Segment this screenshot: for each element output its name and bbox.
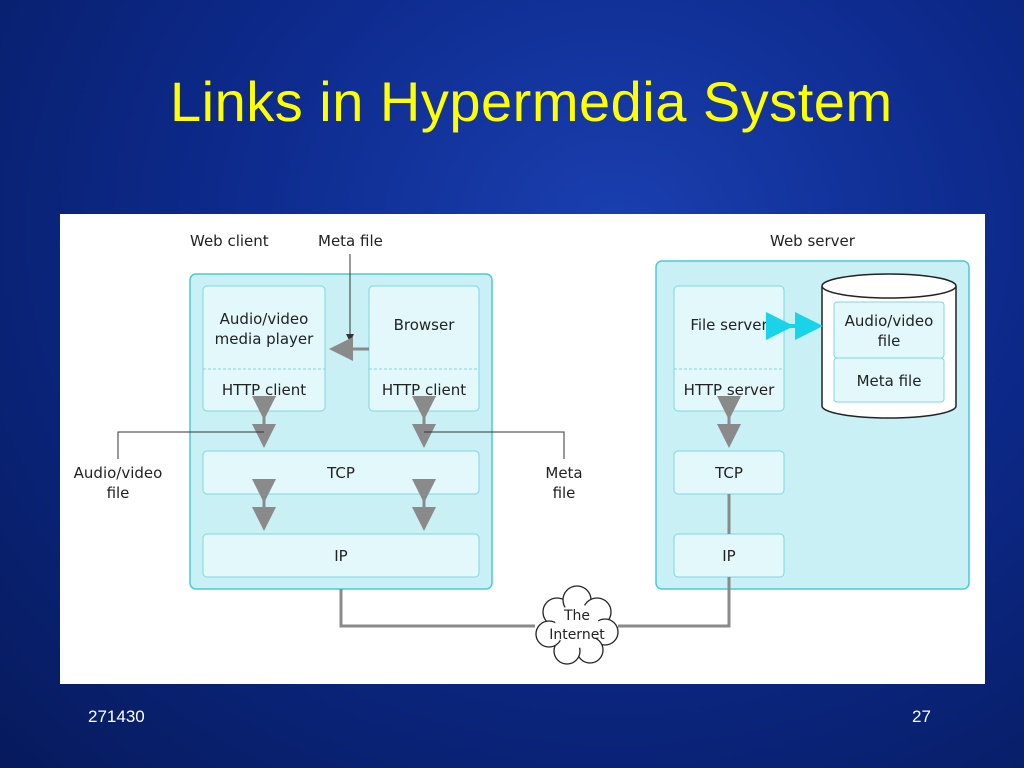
db-meta-file-box xyxy=(833,357,945,403)
side-left-label-1: Audio/video xyxy=(74,464,163,482)
media-player-label-2: media player xyxy=(215,330,314,348)
side-right-label-1: Meta xyxy=(545,464,582,482)
client-internet-link xyxy=(339,589,535,628)
client-ip-box xyxy=(202,533,480,578)
internet-cloud xyxy=(535,585,619,665)
internet-label-2: Internet xyxy=(549,627,605,643)
db-file-label-1: Audio/video xyxy=(845,312,934,330)
internet-label-1: The xyxy=(563,608,590,624)
media-player-label-1: Audio/video xyxy=(220,310,309,328)
storage-cylinder xyxy=(821,273,957,419)
slide-title: Links in Hypermedia System xyxy=(170,70,893,133)
meta-callout-line xyxy=(424,431,565,459)
player-http-client-label: HTTP client xyxy=(222,381,306,399)
http-server-label: HTTP server xyxy=(684,381,775,399)
side-left-label-2: file xyxy=(107,484,130,502)
side-right-label-2: file xyxy=(553,484,576,502)
server-tcp-label: TCP xyxy=(714,464,743,482)
file-server-label: File server xyxy=(690,316,768,334)
client-vertical-arrows xyxy=(252,396,436,531)
server-internet-link xyxy=(618,577,731,628)
client-tcp-label: TCP xyxy=(326,464,355,482)
client-ip-label: IP xyxy=(334,547,347,565)
web-client-label: Web client xyxy=(190,232,269,250)
audio-video-callout-line xyxy=(117,431,264,459)
browser-label: Browser xyxy=(394,316,456,334)
meta-file-top-label: Meta file xyxy=(318,232,383,250)
browser-http-client-label: HTTP client xyxy=(382,381,466,399)
server-ip-label: IP xyxy=(722,547,735,565)
footer-course-code: 271430 xyxy=(88,707,145,726)
hypermedia-diagram: Web client Meta file Web server Audio/vi… xyxy=(60,214,985,684)
web-server-label: Web server xyxy=(770,232,856,250)
db-file-label-2: file xyxy=(878,332,901,350)
slide-number: 27 xyxy=(912,707,931,726)
db-meta-label: Meta file xyxy=(857,372,922,390)
